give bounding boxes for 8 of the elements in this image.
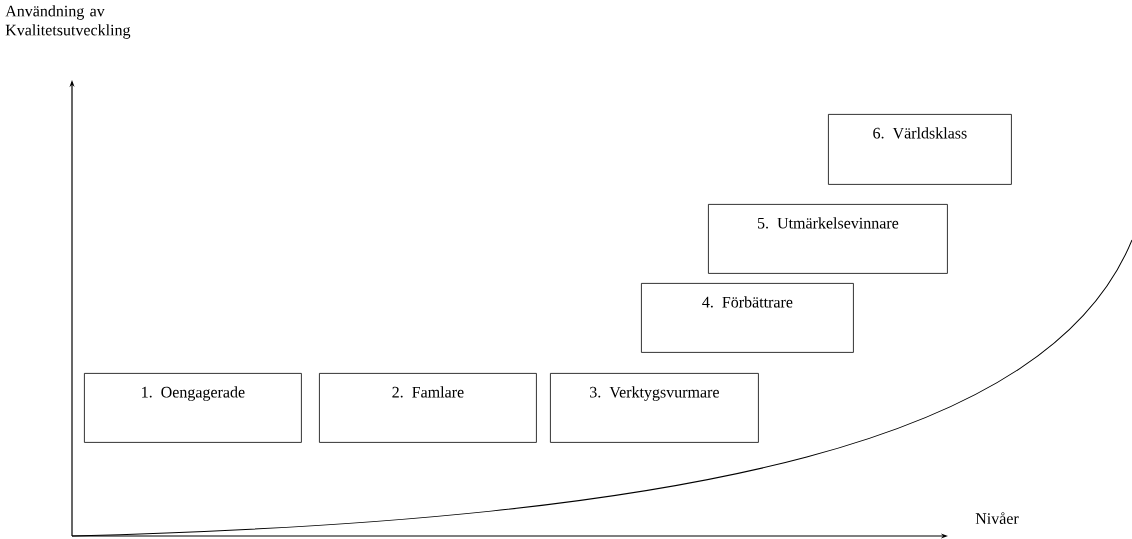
- level-box: 5. Utmärkelsevinnare: [708, 204, 948, 274]
- axis-label: Nivåer: [975, 512, 1019, 524]
- level-box: 6. Världsklass: [828, 114, 1012, 185]
- axis-title: Användning av Kvalitetsutveckling: [5, 5, 131, 39]
- level-box: 3. Verktygsvurmare: [550, 373, 759, 443]
- level-box: 2. Famlare: [319, 373, 537, 443]
- level-box: 1. Oengagerade: [84, 373, 302, 443]
- level-box: 4. Förbättrare: [641, 283, 854, 353]
